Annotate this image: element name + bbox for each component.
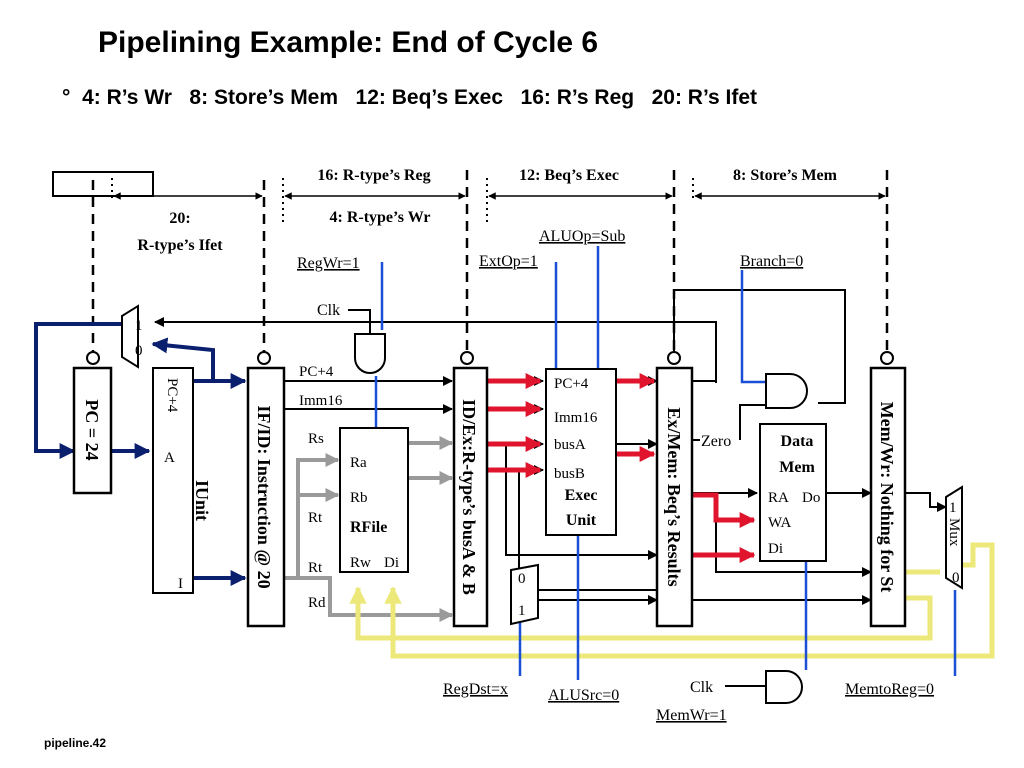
rfile-title: RFile	[350, 519, 387, 536]
extop-label: ExtOp=1	[479, 253, 538, 270]
wire-imm16-label: Imm16	[299, 393, 343, 409]
regdst-label: RegDst=x	[443, 681, 508, 698]
rfile-di-label: Di	[384, 555, 399, 571]
pc-register-label: PC = 24	[82, 399, 102, 460]
id-ex-label: ID/Ex:R-type’s busA & B	[459, 399, 479, 595]
branch-and-gate	[765, 373, 808, 409]
iunit-a-label: A	[164, 450, 175, 466]
memtoreg-mux-1-label: 1	[949, 500, 957, 516]
exec-busb-label: busB	[554, 466, 585, 482]
alusrc-label: ALUSrc=0	[548, 687, 619, 704]
rfile-ra-label: Ra	[350, 455, 367, 471]
regwr-label: RegWr=1	[297, 255, 360, 272]
data-mem-wa-label: WA	[768, 515, 791, 531]
ex-mem-register	[655, 366, 694, 628]
pc-mux-1-label: 1	[135, 318, 143, 334]
slide-bullet: ° 4: R’s Wr 8: Store’s Mem 12: Beq’s Exe…	[62, 86, 757, 110]
bullet-text: 4: R’s Wr 8: Store’s Mem 12: Beq’s Exec …	[82, 86, 758, 109]
memtoreg-mux	[945, 485, 963, 590]
wire-rd-label: Rd	[308, 595, 326, 611]
stage-label-ifet-2: R-type’s Ifet	[137, 237, 223, 254]
mem-wr-register	[869, 366, 907, 628]
clock-circles	[86, 351, 894, 365]
exec-busa-label: busA	[554, 437, 586, 453]
stage-label-ifet-1: 20:	[169, 210, 190, 227]
stage-label-exec: 12: Beq’s Exec	[519, 167, 619, 184]
if-id-label: IF/ID: Instruction @ 20	[254, 405, 274, 588]
yellow-wires	[349, 542, 995, 659]
register-file	[339, 427, 409, 573]
exec-imm16-label: Imm16	[554, 410, 598, 426]
data-mem-title-1: Data	[781, 433, 814, 450]
stage-label-wr: 4: R-type’s Wr	[329, 209, 430, 226]
data-mem-di-label: Di	[768, 541, 783, 557]
branch-label: Branch=0	[740, 253, 803, 270]
stage-label-reg: 16: R-type’s Reg	[317, 167, 430, 184]
wire-clk-label: Clk	[317, 302, 340, 319]
exec-title-1: Exec	[565, 487, 598, 504]
pc-register	[72, 366, 113, 495]
wire-zero-label: Zero	[701, 433, 731, 450]
id-ex-register	[452, 366, 489, 628]
regwr-and-gate	[354, 333, 386, 374]
wire-pc4-label: PC+4	[299, 364, 334, 380]
memwr-label: MemWr=1	[656, 707, 727, 724]
exec-unit	[545, 368, 617, 536]
stage-boundaries-dotted	[111, 178, 694, 222]
iunit-i-label: I	[178, 576, 183, 592]
stage-label-mem: 8: Store’s Mem	[733, 167, 838, 184]
slide-footer: pipeline.42	[44, 736, 107, 750]
memwr-clk-label: Clk	[690, 679, 713, 696]
ex-mem-label: Ex/Mem: Beq’s Results	[664, 407, 684, 586]
iunit-pc4-label: PC+4	[164, 378, 180, 413]
data-memory	[759, 423, 827, 562]
memtoreg-mux-0-label: 0	[952, 570, 960, 586]
bullet-symbol: °	[62, 86, 71, 109]
data-mem-do-label: Do	[802, 490, 820, 506]
red-wires	[488, 372, 756, 564]
mem-wr-label: Mem/Wr: Nothing for St	[877, 402, 897, 593]
wire-rs-label: Rs	[308, 431, 324, 447]
control-wires	[374, 246, 957, 680]
data-mem-ra-label: RA	[768, 490, 789, 506]
data-mem-title-2: Mem	[779, 459, 815, 476]
wire-rt2-label: Rt	[308, 560, 323, 576]
slide-title: Pipelining Example: End of Cycle 6	[98, 26, 599, 59]
if-id-register	[246, 366, 286, 628]
memtoreg-label: MemtoReg=0	[845, 681, 934, 698]
exec-title-2: Unit	[566, 512, 597, 529]
exec-pc4-label: PC+4	[554, 376, 589, 392]
memwr-and-gate	[765, 670, 803, 704]
pc-mux	[121, 304, 139, 369]
iunit-block	[152, 367, 194, 594]
pc-mux-0-label: 0	[135, 343, 143, 359]
memtoreg-mux-word: Mux	[946, 518, 962, 547]
top-left-box	[52, 171, 154, 197]
aluop-label: ALUOp=Sub	[539, 228, 625, 245]
rfile-rb-label: Rb	[350, 490, 368, 506]
wire-rt1-label: Rt	[308, 510, 323, 526]
rfile-rw-label: Rw	[350, 555, 371, 571]
regdst-mux-0-label: 0	[518, 571, 526, 587]
iunit-title: IUnit	[192, 480, 212, 521]
pc-wires	[34, 322, 247, 586]
regdst-mux-1-label: 1	[518, 603, 526, 619]
regdst-mux	[510, 563, 539, 626]
